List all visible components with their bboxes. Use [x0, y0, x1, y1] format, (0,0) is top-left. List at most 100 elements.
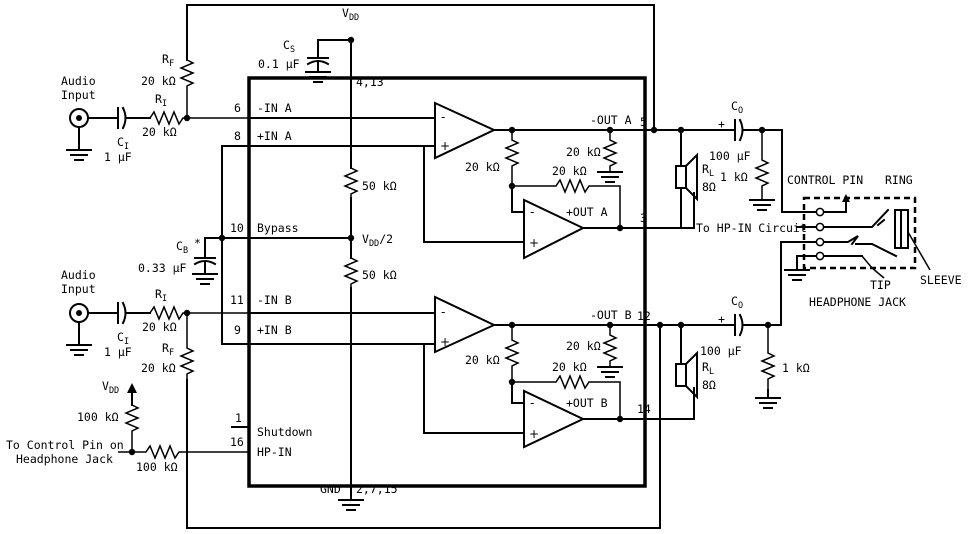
speaker-b: [675, 350, 698, 400]
supply-rail: [338, 36, 364, 511]
bypass-wire: [221, 145, 421, 345]
ci-a-capacitor: [117, 106, 151, 130]
control-pin-label: CONTROL PIN: [787, 173, 863, 187]
pin-6: 6: [234, 101, 241, 115]
int-a3-value: 20 kΩ: [552, 164, 587, 178]
cb-star: *: [194, 236, 201, 250]
bottom-feedback-wire: [186, 325, 661, 529]
co-a-label: CO: [731, 99, 743, 116]
to-control-label-1: To Control Pin on: [6, 438, 124, 452]
divider-top-resistor: [343, 167, 359, 200]
svg-text:+: +: [440, 139, 450, 153]
pullup-value: 100 kΩ: [77, 410, 119, 424]
divider-bot-value: 50 kΩ: [362, 268, 397, 282]
ri-a-resistor: [149, 110, 249, 126]
cb-value: 0.33 µF: [138, 261, 187, 275]
pin-in-b-neg: -IN B: [257, 293, 292, 307]
cb-capacitor: [192, 237, 218, 285]
opamp-a2: [423, 145, 646, 260]
gnd-pins-label: 2,7,15: [356, 482, 398, 496]
int-b2-value: 20 kΩ: [465, 353, 500, 367]
control-vdd-label: VDD: [102, 379, 119, 396]
pin-1: 1: [235, 411, 242, 425]
int-a1-value: 20 kΩ: [566, 145, 601, 159]
ci-b-label: CI: [117, 330, 129, 347]
pin-14: 14: [637, 402, 651, 416]
pin-in-a-pos: +IN A: [257, 129, 292, 143]
pin-5: 5: [640, 115, 647, 129]
ground-symbol: [338, 499, 364, 511]
co-b-capacitor: [734, 313, 782, 337]
ci-b-value: 1 µF: [104, 345, 132, 359]
sleeve-label: SLEEVE: [920, 273, 962, 287]
int-a2-value: 20 kΩ: [465, 160, 500, 174]
int-b3-value: 20 kΩ: [552, 360, 587, 374]
pin-out-a-neg: -OUT A: [590, 113, 632, 127]
audio-input-b-jack: [66, 303, 119, 356]
pin-bypass: Bypass: [257, 221, 299, 235]
ring-label: RING: [885, 173, 913, 187]
pin-8: 8: [234, 129, 241, 143]
headphone-jack-label: HEADPHONE JACK: [809, 295, 906, 309]
int-b2-resistor: [504, 325, 520, 382]
svg-text:+: +: [529, 427, 539, 441]
int-a2-resistor: [504, 130, 520, 186]
ri-b-resistor: [149, 305, 249, 321]
ri-b-value: 20 kΩ: [142, 320, 177, 334]
svg-text:-: -: [530, 205, 534, 219]
co-b-plus: +: [718, 312, 725, 326]
audio-input-a-jack: [66, 108, 119, 161]
pin-3: 3: [640, 211, 647, 225]
pin-9: 9: [234, 323, 241, 337]
pin-11: 11: [230, 293, 244, 307]
series-value: 100 kΩ: [136, 460, 178, 474]
load-b-value: 1 kΩ: [782, 361, 810, 375]
audio-input-b-label-2: Input: [61, 282, 96, 296]
ri-a-value: 20 kΩ: [142, 125, 177, 139]
svg-text:+: +: [440, 335, 450, 349]
rf-a-value: 20 kΩ: [141, 74, 176, 88]
ri-a-label: RI: [155, 92, 167, 109]
pin-16: 16: [230, 435, 244, 449]
to-hp-in-label: To HP-IN Circuit: [696, 221, 807, 235]
rl-a-label: RL: [702, 162, 714, 179]
co-a-value: 100 µF: [709, 149, 751, 163]
rl-a-value: 8Ω: [702, 180, 716, 194]
load-a-value: 1 kΩ: [720, 170, 748, 184]
load-a-resistor: [754, 130, 770, 200]
co-a-capacitor: [734, 118, 776, 142]
svg-text:+: +: [529, 236, 539, 250]
audio-input-a-label-1: Audio: [61, 74, 96, 88]
hp-in-control-network: [118, 383, 249, 460]
co-b-value: 100 µF: [700, 344, 742, 358]
pin-shutdown: Shutdown: [257, 425, 312, 439]
rf-b-label: RF: [162, 341, 174, 358]
svg-text:-: -: [441, 110, 445, 124]
co-b-label: CO: [731, 294, 743, 311]
to-control-label-2: Headphone Jack: [16, 452, 113, 466]
ci-a-label: CI: [117, 135, 129, 152]
rl-b-label: RL: [702, 360, 714, 377]
pin-hp-in: HP-IN: [257, 445, 292, 459]
int-a3-resistor: [512, 178, 621, 228]
rl-b-value: 8Ω: [702, 378, 716, 392]
int-b1-value: 20 kΩ: [566, 339, 601, 353]
rf-b-resistor: [179, 313, 195, 380]
co-a-plus: +: [718, 117, 725, 131]
int-b1-resistor: [602, 325, 618, 367]
headphone-jack-contacts: [784, 194, 931, 281]
opamp-b2: [423, 343, 646, 449]
rf-a-resistor: [179, 59, 195, 118]
rf-a-label: RF: [162, 52, 174, 69]
audio-input-a-label-2: Input: [61, 88, 96, 102]
pin-out-a-pos: +OUT A: [566, 205, 608, 219]
cs-capacitor: [305, 39, 352, 83]
cb-label: CB: [176, 239, 188, 256]
cs-value: 0.1 µF: [258, 57, 300, 71]
ri-b-label: RI: [155, 287, 167, 304]
ci-b-capacitor: [117, 301, 151, 325]
audio-input-b-label-1: Audio: [61, 268, 96, 282]
vdd-pins-label: 4,13: [356, 75, 384, 89]
pin-in-b-pos: +IN B: [257, 323, 292, 337]
pin-out-b-pos: +OUT B: [566, 396, 608, 410]
